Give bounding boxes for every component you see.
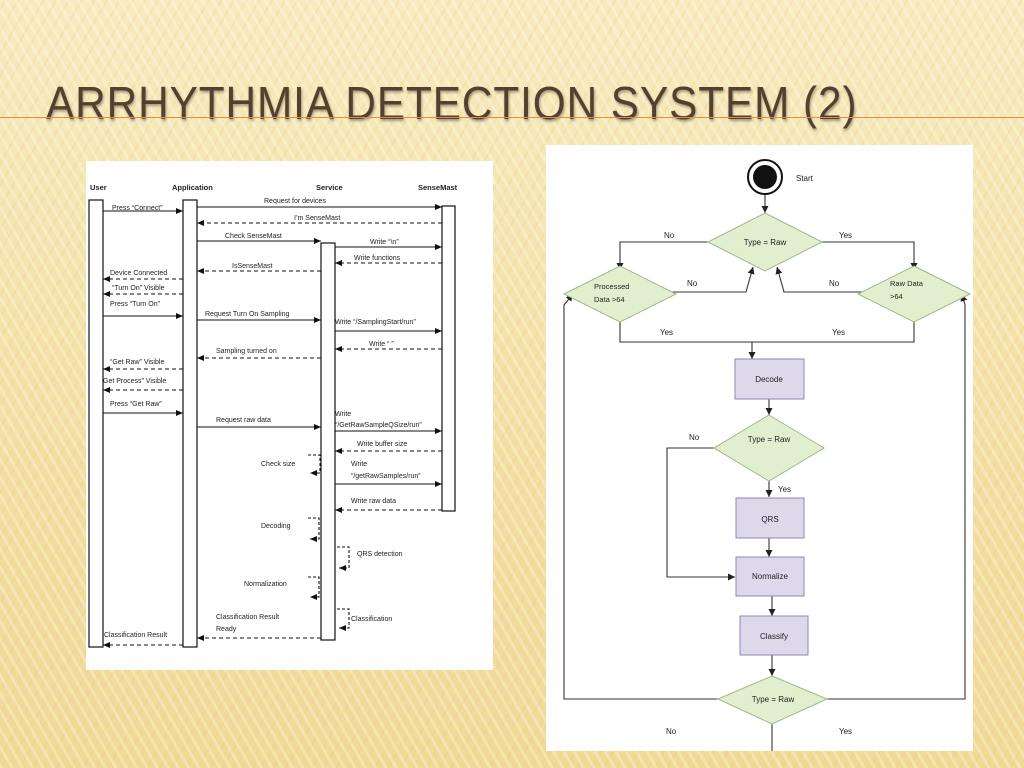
label-write-sampling-start: Write “/SamplingStart/run” [335, 319, 416, 326]
process-normalize [735, 556, 805, 597]
lifeline-application: Application [172, 183, 213, 192]
label-rawdata-no: No [829, 279, 840, 288]
label-normalization: Normalization [244, 581, 287, 588]
label-check-sensemast: Check SenseMast [225, 233, 282, 240]
edge-rawdata-yes [752, 322, 915, 343]
label-check-size: Check size [261, 461, 295, 468]
label-rawdata-line2: >64 [890, 292, 903, 301]
label-get-process-visible: Get Process” Visible [103, 378, 166, 385]
label-decision3-yes: Yes [839, 727, 852, 736]
lifeline-sensemast: SenseMast [418, 183, 458, 192]
label-decode: Decode [755, 375, 783, 384]
label-press-turn-on: Press “Turn On” [110, 301, 161, 308]
edge-decision3-yes [825, 293, 968, 700]
label-classification-result-user: Classification Result [104, 632, 167, 639]
label-decision-type-raw-2: Type = Raw [748, 435, 791, 444]
label-press-connect: Press “Connect” [112, 205, 163, 212]
edge-decision3-no [563, 293, 720, 700]
label-qrs-detection: QRS detection [357, 551, 403, 558]
label-rawdata-yes: Yes [832, 328, 845, 337]
label-write-get-raw-line2: “/getRawSamples/run” [351, 473, 421, 480]
decision-type-raw-1 [706, 212, 824, 272]
label-processed-line1: Processed [594, 282, 629, 291]
flowchart-panel: Start Type = Raw No Yes Processed Data >… [546, 145, 973, 751]
label-request-turn-on: Request Turn On Sampling [205, 311, 290, 318]
application-activation-bar [182, 199, 198, 648]
service-activation-bar [320, 242, 336, 641]
process-decode [734, 358, 805, 400]
label-device-connected: Device Connected [110, 270, 167, 277]
label-classification-result-line2: Ready [216, 626, 237, 633]
label-rawdata-line1: Raw Data [890, 279, 924, 288]
label-decoding: Decoding [261, 523, 291, 530]
label-is-sensemast: IsSenseMast [232, 263, 273, 270]
label-decision3-no: No [666, 727, 677, 736]
decision-type-raw-3 [716, 675, 829, 725]
decision-processed-data [562, 265, 678, 323]
label-request-devices: Request for devices [264, 198, 326, 205]
self-call-decoding [308, 517, 320, 542]
label-request-raw-data: Request raw data [216, 417, 271, 424]
label-processed-no: No [687, 279, 698, 288]
self-call-check-size [308, 454, 321, 476]
label-turn-on-visible: “Turn On” Visible [112, 285, 165, 292]
label-processed-line2: Data >64 [594, 295, 625, 304]
self-call-normalization [308, 576, 320, 600]
label-write-raw-q-line2: “/GetRawSampleQSize/run” [335, 422, 422, 429]
label-classify: Classify [760, 632, 788, 641]
label-qrs: QRS [761, 515, 778, 524]
flowchart: Start Type = Raw No Yes Processed Data >… [562, 159, 972, 751]
label-decision-type-raw-1: Type = Raw [744, 238, 787, 247]
label-decision1-no: No [664, 231, 675, 240]
self-call-classification [337, 608, 350, 631]
edge-processed-no [664, 266, 755, 293]
label-write-functions: Write functions [354, 255, 401, 262]
edge-processed-yes [619, 322, 756, 359]
decision-type-raw-2 [713, 414, 825, 482]
slide-title: Arrhythmia Detection System (2) [46, 77, 858, 129]
label-decision1-yes: Yes [839, 231, 852, 240]
label-normalize: Normalize [752, 572, 789, 581]
title-divider [0, 117, 1024, 118]
label-decision-type-raw-3: Type = Raw [752, 695, 795, 704]
sequence-diagram: User Application Service SenseMast [88, 183, 458, 648]
label-write-buffer-size: Write buffer size [357, 441, 407, 448]
label-write-n: Write “\n” [370, 239, 399, 246]
label-classification-result-line1: Classification Result [216, 614, 279, 621]
self-call-qrs-detection [337, 546, 350, 571]
label-sampling-turned-on: Sampling turned on [216, 348, 277, 355]
sensemast-activation-bar [441, 205, 456, 512]
sequence-diagram-panel: User Application Service SenseMast [86, 161, 493, 670]
label-write-get-raw-line1: Write [351, 461, 367, 468]
label-press-get-raw: Press “Get Raw” [110, 401, 162, 408]
label-im-sensemast: I’m SenseMast [294, 215, 340, 222]
label-processed-yes: Yes [660, 328, 673, 337]
start-node [747, 159, 783, 195]
decision-raw-data [856, 265, 972, 323]
label-write-raw-data: Write raw data [351, 498, 396, 505]
label-classification: Classification [351, 616, 392, 623]
edge-rawdata-no [775, 266, 868, 293]
lifeline-service: Service [316, 183, 343, 192]
process-classify [739, 615, 809, 656]
edge-decision1-yes [822, 241, 918, 270]
label-start: Start [796, 174, 814, 183]
label-write-blank: Write “ ” [369, 341, 394, 348]
user-activation-bar [88, 199, 104, 648]
edge-decision1-no [616, 241, 708, 270]
label-get-raw-visible: “Get Raw” Visible [110, 359, 164, 366]
edge-decision2-no [666, 447, 735, 581]
process-qrs [735, 497, 805, 539]
label-decision2-yes: Yes [778, 485, 791, 494]
label-decision2-no: No [689, 433, 700, 442]
lifeline-user: User [90, 183, 107, 192]
label-write-raw-q-line1: Write [335, 411, 351, 418]
